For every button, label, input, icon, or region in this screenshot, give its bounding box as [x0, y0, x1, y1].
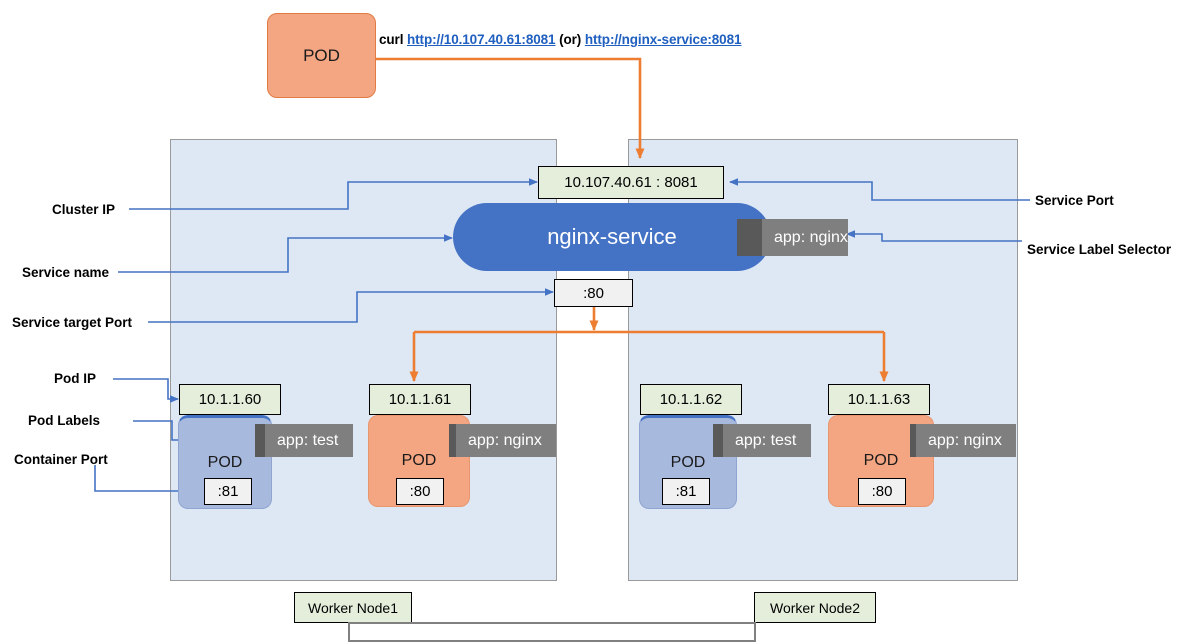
container-port-text: :81 [675, 483, 697, 500]
service-cluster-ip-port-text: 10.107.40.61 : 8081 [564, 174, 698, 191]
caption-service-name: Service name [22, 265, 109, 280]
pod-ip-box-10-1-1-62: 10.1.1.62 [640, 384, 742, 415]
pod-ip-box-10-1-1-60: 10.1.1.60 [179, 384, 281, 415]
container-port-box-10-1-1-63: :80 [858, 478, 906, 505]
pod-badge-text: app: test [277, 431, 339, 449]
pod-label-text: POD [207, 454, 243, 471]
pod-badge-10-1-1-60: app: test [265, 424, 353, 457]
service-target-port-text: :80 [583, 284, 604, 302]
caption-service-label-selector-text: Service Label Selector [1027, 242, 1172, 257]
pod-badge-10-1-1-62: app: test [723, 424, 811, 457]
pod-badge-10-1-1-61: app: nginx [456, 424, 556, 457]
container-port-text: :80 [409, 483, 431, 500]
curl-separator: (or) [555, 32, 585, 47]
container-port-box-10-1-1-62: :81 [662, 478, 710, 505]
caption-service-target-port-text: Service target Port [12, 315, 133, 330]
service-selector-badge: app: nginx [762, 219, 848, 256]
service-selector-text: app: nginx [774, 228, 848, 246]
caption-pod-labels: Pod Labels [28, 413, 100, 428]
caption-cluster-ip-text: Cluster IP [52, 202, 116, 217]
pod-ip-text: 10.1.1.60 [198, 391, 262, 408]
caption-cluster-ip: Cluster IP [52, 202, 115, 217]
pod-badge-10-1-1-63: app: nginx [916, 424, 1016, 457]
service-cluster-ip-port-box: 10.107.40.61 : 8081 [538, 166, 724, 199]
curl-prefix: curl [379, 32, 408, 47]
pod-label-text: POD [863, 452, 899, 469]
container-port-box-10-1-1-60: :81 [204, 478, 252, 505]
client-pod-label: POD [303, 45, 340, 65]
caption-container-port: Container Port [14, 452, 108, 467]
pod-badge-text: app: nginx [928, 431, 1002, 449]
caption-container-port-text: Container Port [14, 452, 108, 467]
caption-pod-labels-text: Pod Labels [28, 413, 101, 428]
client-pod-box: POD [267, 13, 376, 98]
pod-badge-text: app: test [735, 431, 797, 449]
curl-url-ip-link[interactable]: http://10.107.40.61:8081 [407, 32, 556, 47]
pod-ip-text: 10.1.1.63 [847, 391, 911, 408]
service-name-text: nginx-service [547, 224, 677, 249]
pod-ip-text: 10.1.1.62 [659, 391, 723, 408]
nginx-service-pill: nginx-service [453, 203, 771, 271]
curl-url-dns-link[interactable]: http://nginx-service:8081 [584, 32, 742, 47]
container-port-text: :81 [217, 483, 239, 500]
caption-service-port: Service Port [1035, 193, 1114, 208]
pod-ip-text: 10.1.1.61 [388, 391, 452, 408]
caption-service-name-text: Service name [22, 265, 110, 280]
worker-node-1-label: Worker Node1 [294, 592, 412, 623]
pod-ip-box-10-1-1-63: 10.1.1.63 [828, 384, 930, 415]
caption-pod-ip-text: Pod IP [54, 371, 97, 386]
service-target-port-box: :80 [554, 279, 633, 307]
pod-label-text: POD [401, 452, 437, 469]
worker-node-1-label-text: Worker Node1 [307, 599, 398, 616]
caption-service-label-selector: Service Label Selector [1027, 242, 1171, 257]
pod-badge-text: app: nginx [468, 431, 542, 449]
caption-service-port-text: Service Port [1035, 193, 1114, 208]
pod-label-text: POD [670, 454, 706, 471]
pod-ip-box-10-1-1-61: 10.1.1.61 [369, 384, 471, 415]
worker-node-2-label-text: Worker Node2 [769, 599, 860, 616]
caption-service-target-port: Service target Port [12, 315, 132, 330]
bottom-partial-box [348, 622, 756, 642]
container-port-text: :80 [871, 483, 893, 500]
curl-command: curl http://10.107.40.61:8081 (or) http:… [379, 32, 742, 47]
caption-pod-ip: Pod IP [54, 371, 96, 386]
container-port-box-10-1-1-61: :80 [396, 478, 444, 505]
worker-node-2-label: Worker Node2 [754, 592, 876, 623]
